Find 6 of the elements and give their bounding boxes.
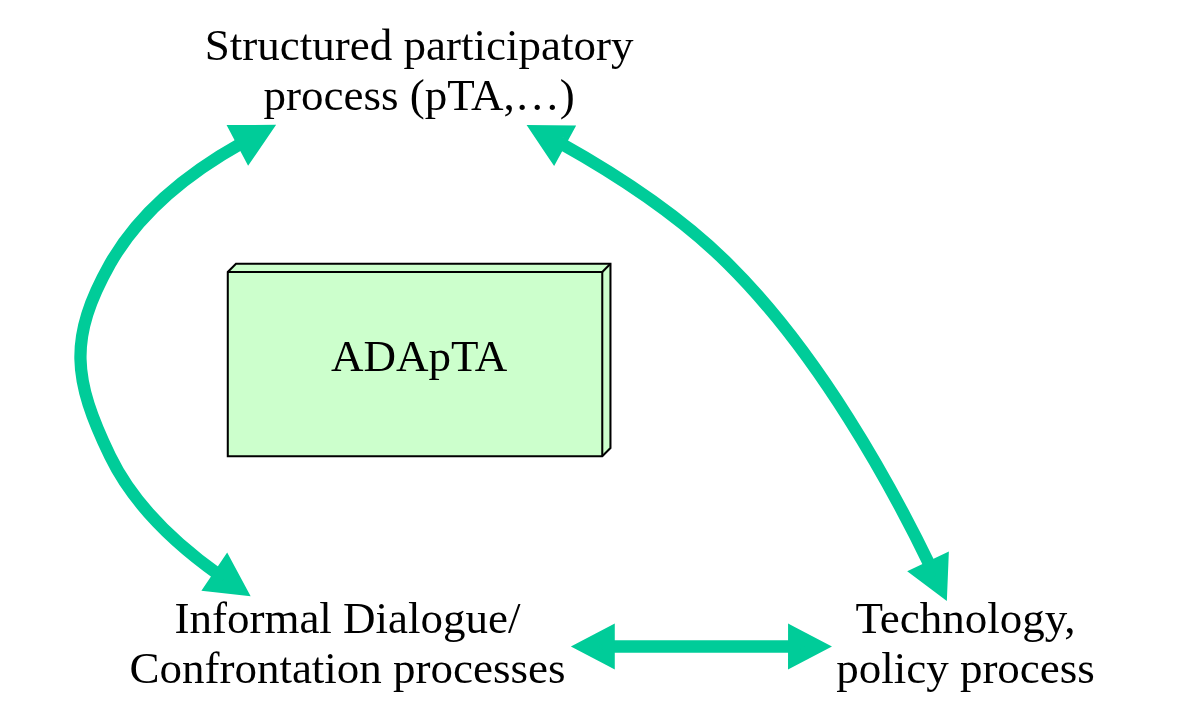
arrow (570, 623, 832, 670)
node-text: Technology, policy process (836, 593, 1095, 693)
node-text: Informal Dialogue/ Confrontation processes (129, 593, 566, 693)
arrow (74, 124, 277, 597)
node-text: Structured participatory process (pTA,…) (204, 20, 634, 120)
arrow (526, 124, 949, 602)
